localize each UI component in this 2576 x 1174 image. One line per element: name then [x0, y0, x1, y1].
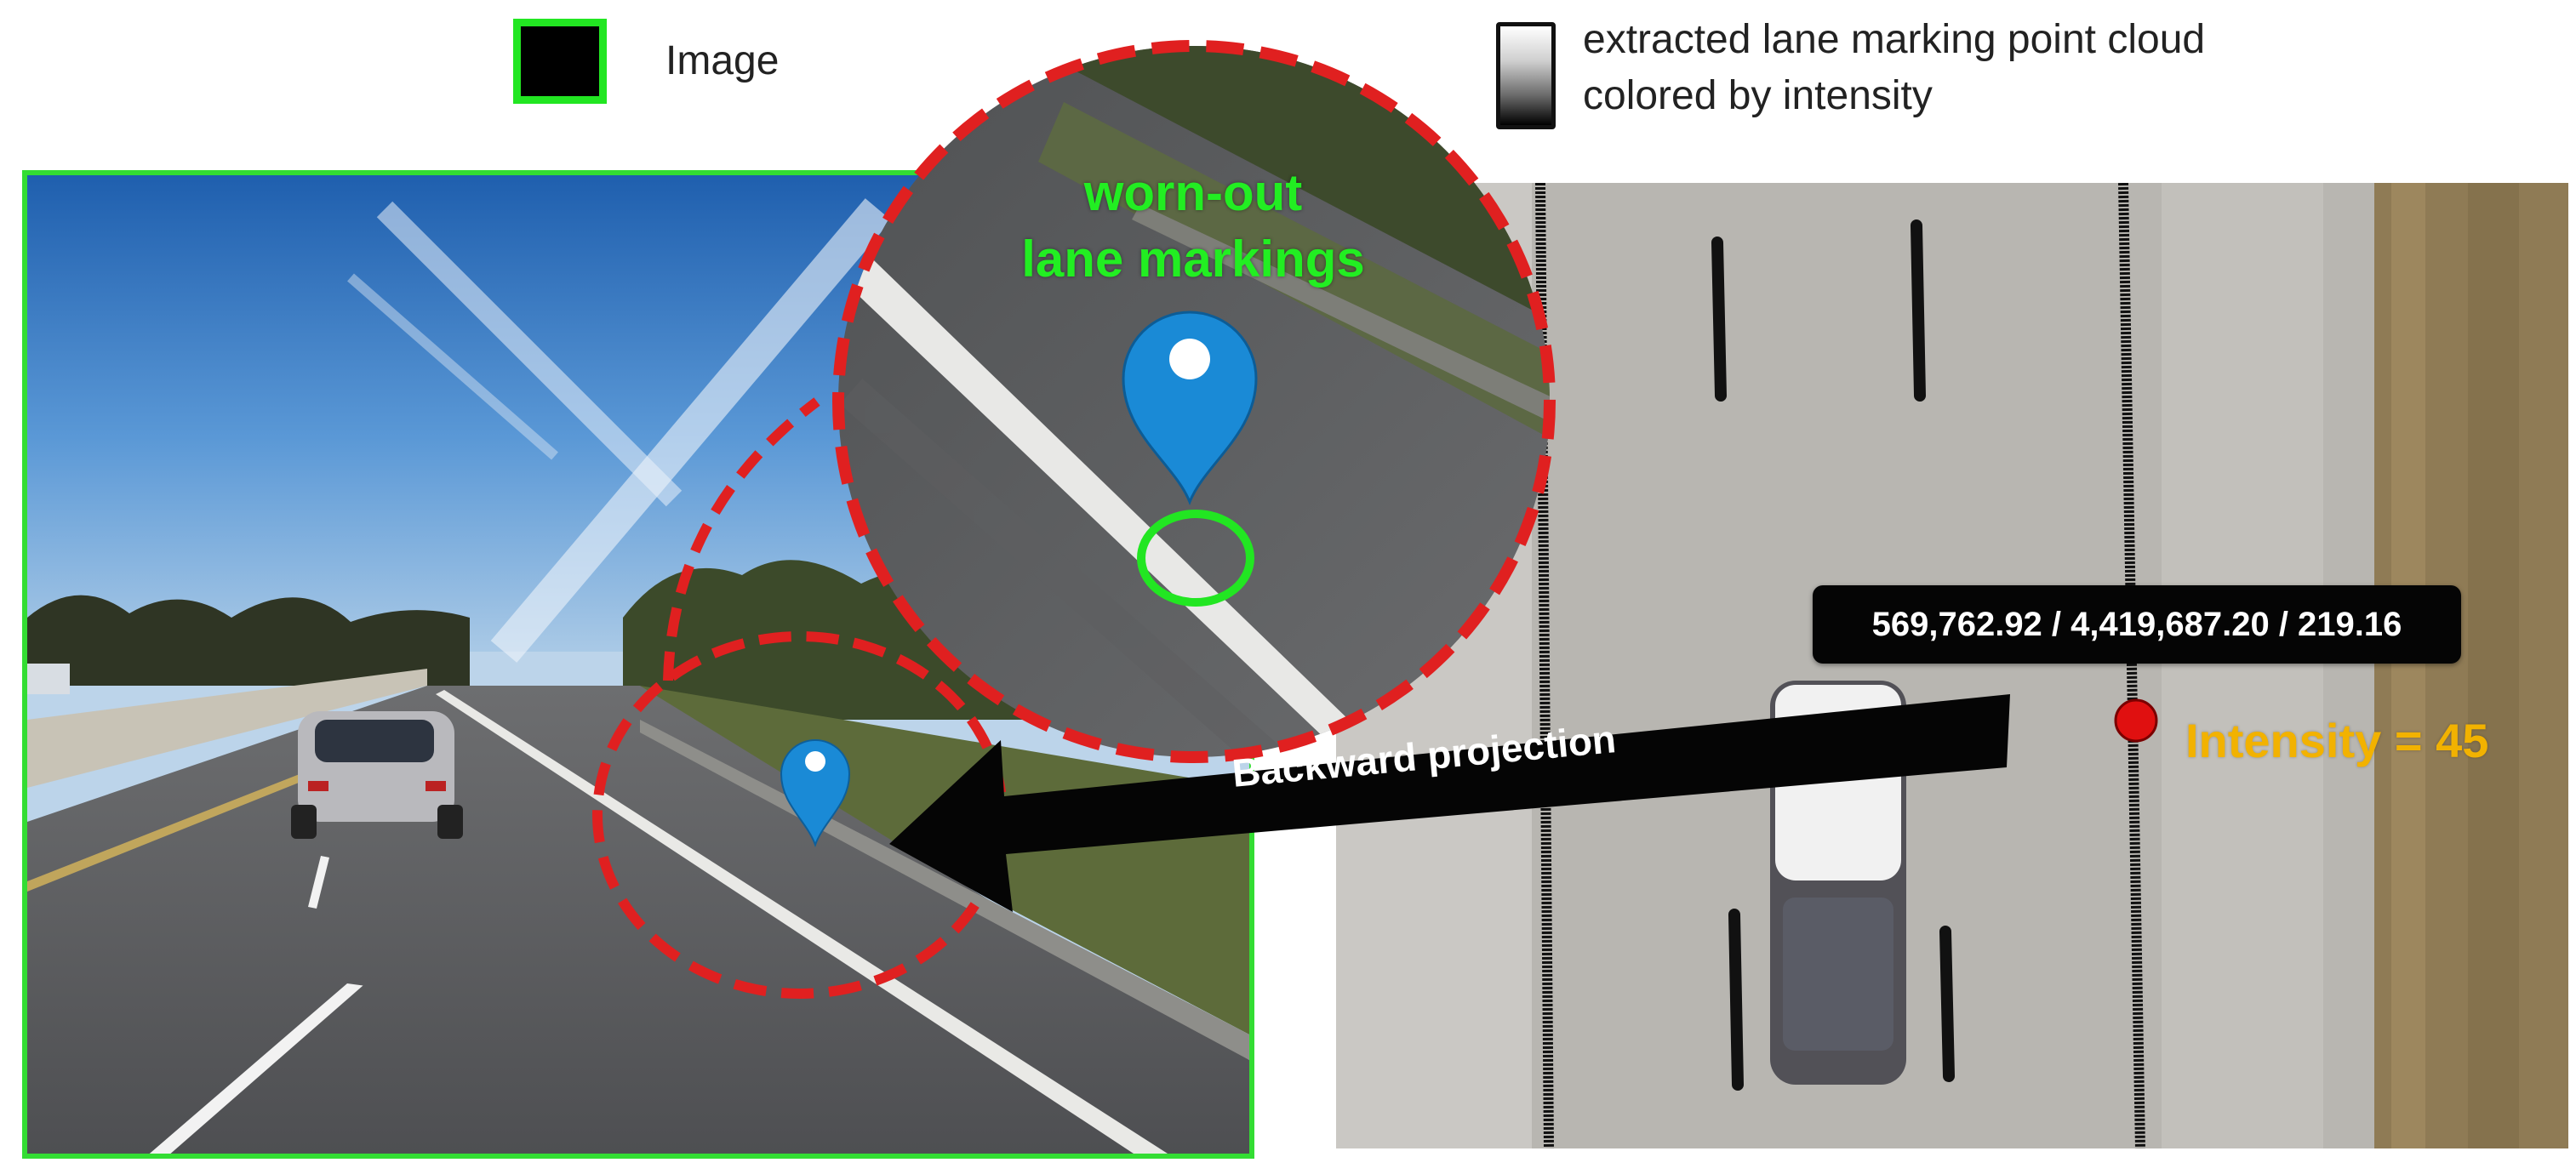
point-cloud-scene	[1336, 183, 2568, 1148]
zoom-title: worn-out lane markings	[938, 160, 1448, 293]
legend-point-cloud-label: extracted lane marking point cloud color…	[1583, 12, 2349, 124]
point-cloud-top-view-panel	[1336, 183, 2568, 1148]
legend-point-cloud-label-line1: extracted lane marking point cloud	[1583, 17, 2206, 62]
legend-image-swatch	[513, 19, 607, 104]
intensity-label: Intensity = 45	[2185, 714, 2489, 767]
legend-image-label: Image	[665, 38, 780, 83]
legend-intensity-gradient-swatch	[1496, 22, 1556, 129]
zoom-title-line1: worn-out	[1083, 164, 1303, 221]
selected-point-marker	[2114, 698, 2158, 743]
vehicle-top-view-icon	[1770, 681, 1906, 1085]
camera-road-scene	[27, 175, 1249, 1154]
coordinate-tooltip: 569,762.92 / 4,419,687.20 / 219.16	[1813, 585, 2461, 664]
zoom-title-line2: lane markings	[1021, 231, 1365, 288]
camera-image-panel	[22, 170, 1254, 1159]
legend-point-cloud-label-line2: colored by intensity	[1583, 73, 1933, 118]
minivan-icon	[291, 711, 463, 839]
